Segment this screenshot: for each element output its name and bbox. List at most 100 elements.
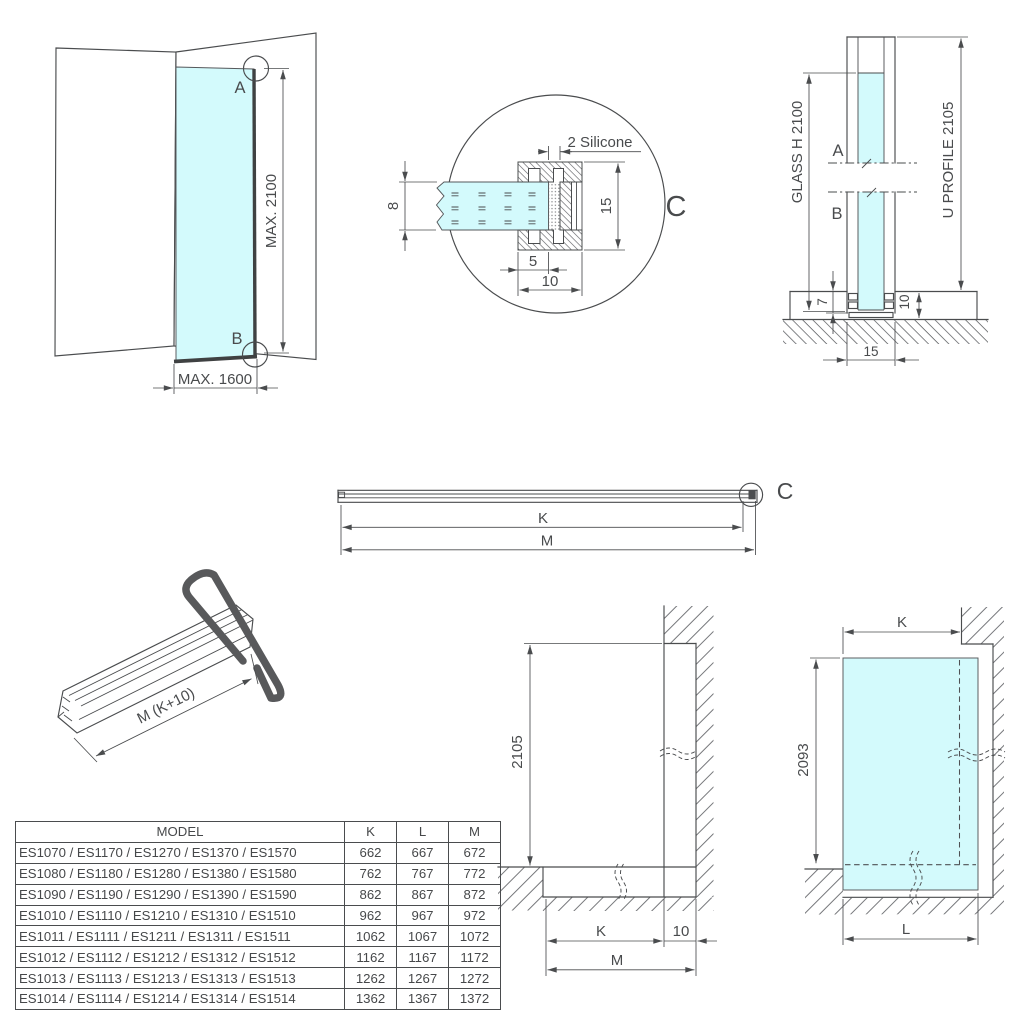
vertical-section-drawing: A B GLASS H 2100 U PROFILE 2105 7 10 bbox=[782, 36, 989, 366]
table-row: ES1013 / ES1113 / ES1213 / ES1313 / ES15… bbox=[15, 967, 501, 990]
l-cell: 1067 bbox=[396, 925, 449, 948]
cover-clip bbox=[182, 569, 285, 702]
detail-c-circle bbox=[738, 482, 764, 507]
glass-elevation-drawing: K 2093 L bbox=[795, 607, 1006, 945]
model-cell: ES1070 / ES1170 / ES1270 / ES1370 / ES15… bbox=[15, 841, 345, 864]
k-cell: 862 bbox=[344, 883, 397, 906]
k-cell: 662 bbox=[344, 841, 397, 864]
m-cell: 1172 bbox=[448, 946, 501, 969]
m-cell: 872 bbox=[448, 883, 501, 906]
glass-height-dim: GLASS H 2100 bbox=[789, 101, 806, 204]
profile-end-face bbox=[57, 696, 73, 722]
model-cell: ES1012 / ES1112 / ES1212 / ES1312 / ES15… bbox=[15, 946, 345, 969]
m-cell: 672 bbox=[448, 841, 501, 864]
glass-lower bbox=[858, 192, 884, 310]
profile-width-dim: 15 bbox=[863, 344, 878, 359]
table-header-row: MODEL K L M bbox=[15, 821, 501, 843]
glass-elev-l-dim: L bbox=[902, 921, 910, 938]
wall-profile-edge bbox=[252, 68, 257, 357]
model-cell: ES1013 / ES1113 / ES1213 / ES1313 / ES15… bbox=[15, 967, 345, 990]
floor-hatch-left bbox=[498, 867, 543, 911]
model-cell: ES1014 / ES1114 / ES1214 / ES1314 / ES15… bbox=[15, 988, 345, 1011]
l-cell: 1267 bbox=[396, 967, 449, 990]
glass-upper bbox=[858, 73, 884, 163]
table-row: ES1014 / ES1114 / ES1214 / ES1314 / ES15… bbox=[15, 988, 501, 1011]
depth-outer-dim: 10 bbox=[542, 273, 559, 290]
m-cell: 1372 bbox=[448, 988, 501, 1011]
silicone-dim-label: 2 Silicone bbox=[567, 134, 632, 151]
m-cell: 772 bbox=[448, 862, 501, 885]
table-row: ES1090 / ES1190 / ES1290 / ES1390 / ES15… bbox=[15, 883, 501, 906]
model-cell: ES1010 / ES1110 / ES1210 / ES1310 / ES15… bbox=[15, 904, 345, 927]
k-cell: 1062 bbox=[344, 925, 397, 948]
profile-bottom-plate bbox=[848, 311, 894, 319]
header-model: MODEL bbox=[15, 821, 345, 843]
detail-b-circle bbox=[241, 341, 269, 368]
glass-elev-height-dim: 2093 bbox=[795, 743, 812, 776]
section-a-label: A bbox=[832, 142, 843, 160]
profile-height-dim: 15 bbox=[598, 198, 615, 215]
profile-top-flange bbox=[517, 161, 583, 183]
profile-length-dim: U PROFILE 2105 bbox=[940, 102, 957, 219]
glass-thickness-dim: 8 bbox=[385, 202, 402, 210]
m-cell: 972 bbox=[448, 904, 501, 927]
k-cell: 1262 bbox=[344, 967, 397, 990]
floor-hatch-bottom bbox=[843, 897, 1004, 915]
break-mark-lower bbox=[866, 187, 877, 198]
k-cell: 1362 bbox=[344, 988, 397, 1011]
l-cell: 1367 bbox=[396, 988, 449, 1011]
glass-panel bbox=[175, 66, 256, 362]
floor-hatch-left bbox=[805, 869, 843, 915]
profile-end-cap bbox=[338, 491, 346, 498]
table-row: ES1080 / ES1180 / ES1280 / ES1380 / ES15… bbox=[15, 862, 501, 885]
table-row: ES1011 / ES1111 / ES1211 / ES1311 / ES15… bbox=[15, 925, 501, 948]
m-cell: 1272 bbox=[448, 967, 501, 990]
model-cell: ES1090 / ES1190 / ES1290 / ES1390 / ES15… bbox=[15, 883, 345, 906]
glass-panel bbox=[842, 657, 979, 891]
k-cell: 1162 bbox=[344, 946, 397, 969]
corner-view-drawing: A B MAX. 2100 MAX. 1600 bbox=[54, 32, 317, 394]
header-m: M bbox=[448, 821, 501, 843]
profile-top-view-drawing: C K M bbox=[337, 478, 794, 555]
wall-elev-10-dim: 10 bbox=[673, 923, 690, 940]
wall-elev-k-dim: K bbox=[596, 923, 606, 940]
point-a-label: A bbox=[234, 79, 245, 97]
detail-c-drawing: C 2 Silicone 8 15 bbox=[385, 94, 687, 314]
max-width-dim: MAX. 1600 bbox=[178, 371, 252, 388]
table-row: ES1012 / ES1112 / ES1212 / ES1312 / ES15… bbox=[15, 946, 501, 969]
glass-hatch-marks bbox=[451, 192, 536, 225]
bar-m-dim: M bbox=[541, 533, 554, 550]
point-b-label: B bbox=[231, 330, 242, 348]
section-b-label: B bbox=[831, 205, 842, 223]
base-height-dim: 10 bbox=[897, 294, 912, 309]
glass-elev-k-dim: K bbox=[897, 614, 907, 631]
table-row: ES1070 / ES1170 / ES1270 / ES1370 / ES15… bbox=[15, 841, 501, 864]
detail-callout-label: C bbox=[666, 191, 687, 223]
l-cell: 867 bbox=[396, 883, 449, 906]
max-height-dim: MAX. 2100 bbox=[263, 174, 280, 248]
depth-inner-dim: 5 bbox=[529, 253, 537, 270]
bar-k-dim: K bbox=[538, 510, 548, 527]
m-cell: 1072 bbox=[448, 925, 501, 948]
embed-depth-dim: 7 bbox=[815, 298, 830, 306]
wall-elev-height-dim: 2105 bbox=[509, 735, 526, 768]
iso-profile-drawing: M (K+10) bbox=[57, 569, 285, 763]
silicone-gasket bbox=[548, 182, 560, 230]
l-cell: 767 bbox=[396, 862, 449, 885]
glass-section bbox=[435, 181, 549, 231]
model-cell: ES1011 / ES1111 / ES1211 / ES1311 / ES15… bbox=[15, 925, 345, 948]
wall-elev-m-dim: M bbox=[611, 952, 624, 969]
profile-back-wall bbox=[559, 181, 572, 231]
k-cell: 962 bbox=[344, 904, 397, 927]
bar-callout-label: C bbox=[777, 478, 794, 504]
wall-hatch bbox=[664, 606, 714, 897]
floor-hatch bbox=[783, 320, 988, 344]
model-cell: ES1080 / ES1180 / ES1280 / ES1380 / ES15… bbox=[15, 862, 345, 885]
k-cell: 762 bbox=[344, 862, 397, 885]
header-l: L bbox=[396, 821, 449, 843]
l-cell: 1167 bbox=[396, 946, 449, 969]
l-cell: 667 bbox=[396, 841, 449, 864]
break-mark-upper bbox=[861, 158, 872, 169]
